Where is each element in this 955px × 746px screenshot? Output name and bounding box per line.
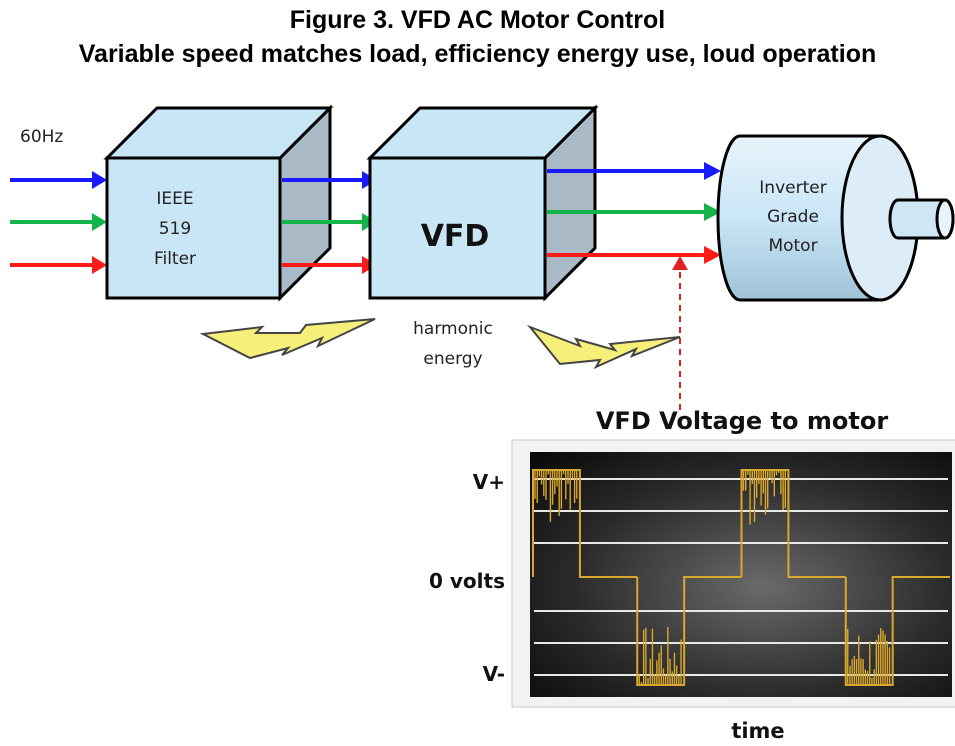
y-label-positive: V+ xyxy=(473,470,505,494)
motor: Inverter Grade Motor xyxy=(716,134,955,302)
motor-label-line1: Inverter xyxy=(759,178,826,198)
vfd-box: VFD xyxy=(366,104,599,302)
pwm-pulses xyxy=(532,469,950,686)
input-arrows xyxy=(10,171,107,274)
harmonic-label-line2: energy xyxy=(423,349,482,369)
filter-label-line3: Filter xyxy=(154,249,196,269)
x-label-time: time xyxy=(731,719,784,743)
pwm-pulse-group-positive xyxy=(532,469,638,578)
y-label-negative: V- xyxy=(483,662,505,686)
filter-label-line2: 519 xyxy=(159,219,191,239)
figure-subtitle: Variable speed matches load, efficiency … xyxy=(78,40,877,68)
vfd-to-motor-arrows xyxy=(547,162,721,264)
harmonic-label-line1: harmonic xyxy=(413,319,493,339)
vfd-label: VFD xyxy=(421,219,490,254)
lightning-bolt-icon xyxy=(526,324,681,370)
lightning-bolt-icon xyxy=(199,318,376,360)
y-label-zero: 0 volts xyxy=(429,569,505,593)
harmonic-bolts xyxy=(199,318,681,370)
input-label: 60Hz xyxy=(20,127,63,147)
pwm-pulse-group-positive xyxy=(740,469,846,578)
filter-label-line1: IEEE xyxy=(156,189,193,209)
pwm-pulse-group-negative xyxy=(844,576,950,686)
motor-label-line2: Grade xyxy=(767,207,819,227)
voltage-probe xyxy=(672,256,688,410)
waveform-title: VFD Voltage to motor xyxy=(596,407,888,435)
pwm-pulse-group-negative xyxy=(636,576,742,686)
figure-title: Figure 3. VFD AC Motor Control xyxy=(289,6,666,34)
filter-box: IEEE 519 Filter xyxy=(103,104,334,302)
waveform-scope xyxy=(511,439,955,708)
motor-label-line3: Motor xyxy=(768,236,817,256)
